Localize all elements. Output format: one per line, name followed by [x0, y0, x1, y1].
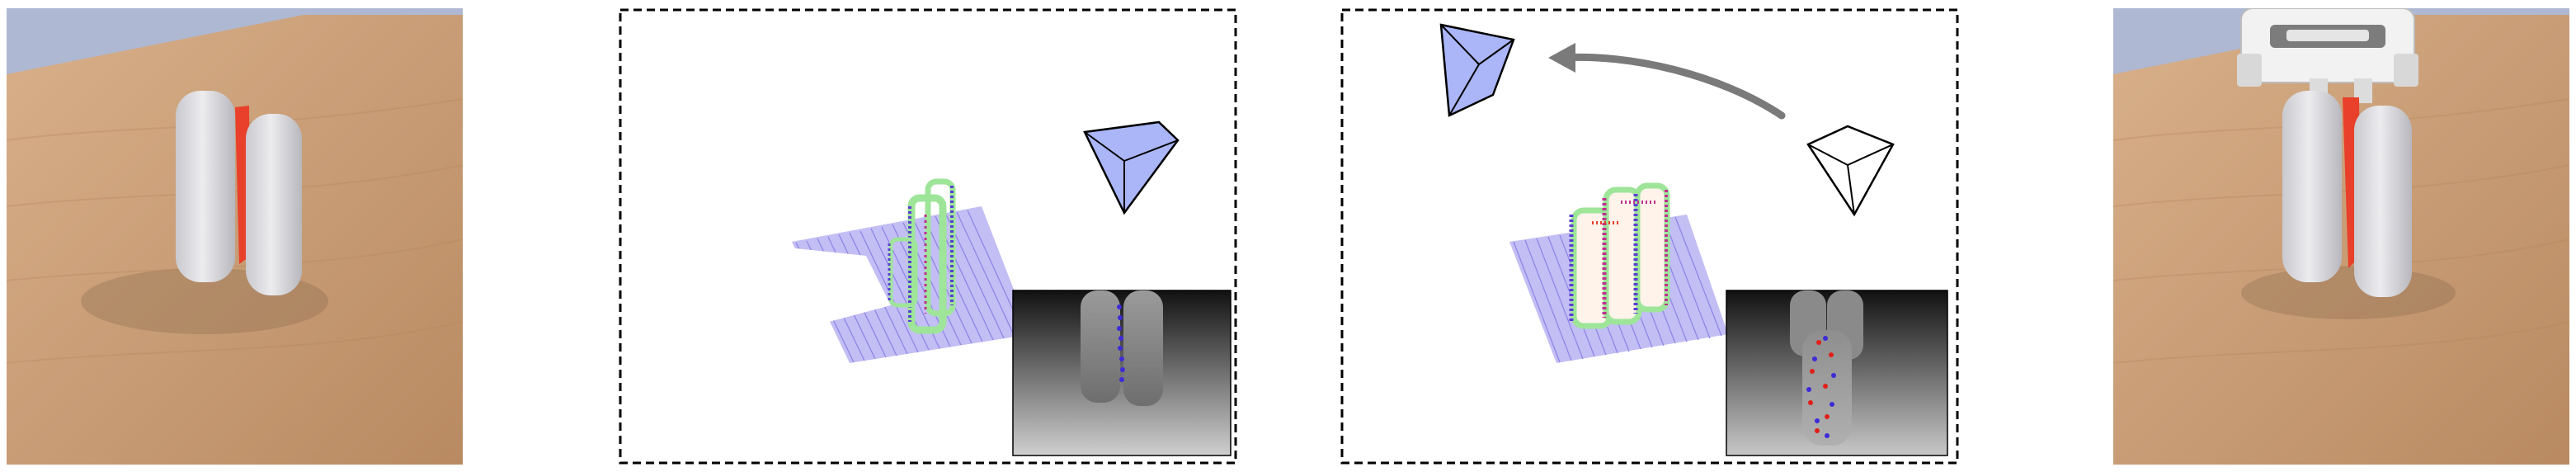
cylinder-left — [176, 91, 235, 282]
camera-icon — [1083, 120, 1180, 215]
scene-photo-grasp — [2113, 8, 2569, 465]
camera-icon-target — [1439, 23, 1515, 117]
camera-icon-source — [1806, 125, 1895, 217]
cylinder-right — [2354, 106, 2412, 297]
pointcloud-panel-1 — [619, 8, 1237, 465]
depth-image-inset — [1012, 290, 1231, 456]
shadow — [2241, 267, 2456, 319]
object-points — [1569, 182, 1670, 329]
camera-motion-arrow — [1548, 43, 1786, 120]
cylinder-right — [246, 114, 302, 295]
object-points — [888, 178, 956, 334]
pointcloud-panel-2 — [1340, 8, 1959, 465]
occluded-region — [788, 248, 891, 322]
cylinder-left — [2282, 91, 2342, 282]
depth-image-inset — [1726, 290, 1948, 456]
robot-gripper — [2237, 8, 2418, 103]
scene-photo-initial — [7, 8, 463, 465]
